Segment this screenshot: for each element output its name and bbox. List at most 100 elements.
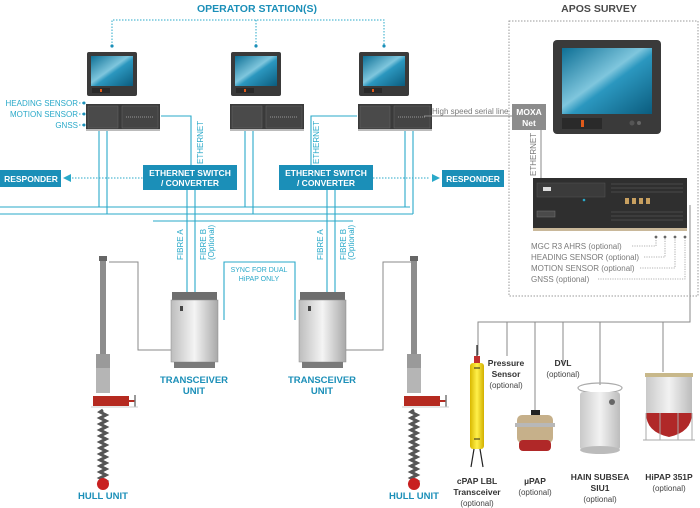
shaft-top bbox=[99, 256, 107, 261]
hipap-note: (optional) bbox=[652, 484, 686, 493]
sensor-dot bbox=[663, 235, 667, 239]
link-dot bbox=[110, 44, 114, 48]
switch-2-line2: / CONVERTER bbox=[297, 178, 355, 188]
sync-label-line1: SYNC FOR DUAL bbox=[231, 267, 288, 274]
hipap-name: HiPAP 351P bbox=[645, 472, 693, 482]
apos-ethernet-label: ETHERNET bbox=[529, 133, 538, 176]
arrow-left-icon bbox=[63, 174, 71, 182]
switch-1-line2: / CONVERTER bbox=[161, 178, 219, 188]
hull-collar bbox=[407, 354, 421, 368]
transceiver-unit-2 bbox=[298, 292, 347, 368]
apos-sensor-lines bbox=[598, 238, 686, 280]
hull-valve bbox=[404, 396, 440, 406]
apos-pc bbox=[533, 178, 687, 231]
hull-housing bbox=[407, 368, 421, 393]
fibre-b-note: (Optional) bbox=[207, 225, 216, 260]
hain-name: HAIN SUBSEA bbox=[571, 472, 630, 482]
hull-unit-1-label: HULL UNIT bbox=[78, 491, 128, 502]
apos-survey-boundary bbox=[508, 20, 699, 297]
moxa-net-box: MOXA Net bbox=[512, 104, 546, 130]
apos-monitor bbox=[553, 40, 661, 134]
hull-transceiver-links bbox=[109, 261, 412, 351]
responder-left-label: RESPONDER bbox=[4, 174, 58, 184]
pressure-sensor-name: Pressure bbox=[488, 358, 525, 368]
switch-1-line1: ETHERNET SWITCH bbox=[149, 168, 231, 178]
hull-unit-2 bbox=[402, 256, 449, 490]
pressure-sensor-note: (optional) bbox=[489, 381, 523, 390]
shaft-top bbox=[410, 256, 418, 261]
pressure-sensor-name2: Sensor bbox=[492, 369, 522, 379]
fibre-b-note: (Optional) bbox=[347, 225, 356, 260]
responder-right-label: RESPONDER bbox=[446, 174, 500, 184]
sensor-dot bbox=[82, 123, 86, 127]
fibre-b-label: FIBRE B bbox=[199, 229, 208, 260]
transceiver-2-line2: UNIT bbox=[311, 386, 333, 397]
ethernet-label-right: ETHERNET bbox=[312, 121, 321, 164]
transceiver-1-line2: UNIT bbox=[183, 386, 205, 397]
apos-sensor-motion: MOTION SENSOR (optional) bbox=[531, 264, 635, 273]
hipap-351p bbox=[643, 373, 695, 441]
arrow-right-icon bbox=[432, 174, 440, 182]
monitor bbox=[231, 52, 281, 96]
sync-label-line2: HiPAP ONLY bbox=[239, 276, 280, 283]
subsea-bus bbox=[477, 205, 691, 412]
sensor-dot bbox=[673, 235, 677, 239]
fibre-b-label: FIBRE B bbox=[339, 229, 348, 260]
pc bbox=[230, 104, 304, 131]
switch-2-line1: ETHERNET SWITCH bbox=[285, 168, 367, 178]
fibre-a-label: FIBRE A bbox=[316, 229, 325, 260]
transceiver-unit-1 bbox=[170, 292, 219, 368]
operator-station-1 bbox=[86, 52, 160, 131]
dvl-note: (optional) bbox=[546, 370, 580, 379]
left-sensor-gnss: GNSS bbox=[55, 121, 78, 130]
sensor-dot bbox=[654, 235, 658, 239]
upap-note: (optional) bbox=[518, 488, 552, 497]
hull-unit-2-label: HULL UNIT bbox=[389, 491, 439, 502]
network-lines bbox=[0, 115, 414, 320]
operator-station-2 bbox=[230, 52, 304, 131]
responder-right: RESPONDER bbox=[442, 170, 504, 187]
cpap-transceiver bbox=[470, 345, 484, 468]
transceiver-2-line1: TRANSCEIVER bbox=[288, 375, 356, 386]
moxa-line2: Net bbox=[522, 118, 536, 128]
hull-unit-1 bbox=[91, 256, 138, 490]
apos-sensor-ahrs: MGC R3 AHRS (optional) bbox=[531, 242, 622, 251]
hull-spiral bbox=[96, 408, 110, 489]
operator-link-dotted bbox=[111, 19, 385, 46]
upap-device bbox=[515, 410, 555, 451]
hull-transducer bbox=[408, 478, 420, 490]
apos-sensor-heading: HEADING SENSOR (optional) bbox=[531, 253, 639, 262]
pc bbox=[358, 104, 432, 131]
serial-line-label: High speed serial line bbox=[432, 107, 509, 116]
sensor-dot bbox=[683, 235, 687, 239]
monitor bbox=[87, 52, 137, 96]
pc bbox=[86, 104, 160, 131]
hain-note: (optional) bbox=[583, 495, 617, 504]
transceiver-1-line1: TRANSCEIVER bbox=[160, 375, 228, 386]
hull-valve bbox=[93, 396, 129, 406]
sensor-dot bbox=[82, 101, 86, 105]
apos-sensor-gnss: GNSS (optional) bbox=[531, 275, 590, 284]
monitor bbox=[359, 52, 409, 96]
sensor-dot bbox=[82, 112, 86, 116]
cpap-name: cPAP LBL bbox=[457, 476, 497, 486]
link-dot bbox=[254, 44, 258, 48]
ethernet-label-left: ETHERNET bbox=[196, 121, 205, 164]
fibre-a-label: FIBRE A bbox=[176, 229, 185, 260]
fibre-labels-2: FIBRE A FIBRE B (Optional) bbox=[316, 225, 356, 260]
hull-transducer bbox=[97, 478, 109, 490]
link-dot bbox=[382, 44, 386, 48]
hull-spiral bbox=[407, 408, 421, 489]
ethernet-switch-1: ETHERNET SWITCH / CONVERTER bbox=[143, 165, 237, 190]
hull-housing bbox=[96, 368, 110, 393]
upap-name: µPAP bbox=[524, 476, 546, 486]
hain-name2: SIU1 bbox=[591, 483, 610, 493]
operator-stations-title: OPERATOR STATION(S) bbox=[197, 3, 317, 15]
dvl-name: DVL bbox=[555, 358, 572, 368]
moxa-line1: MOXA bbox=[516, 107, 542, 117]
left-sensor-motion: MOTION SENSOR bbox=[10, 110, 78, 119]
cpap-name2: Transceiver bbox=[453, 487, 501, 497]
cpap-note: (optional) bbox=[460, 499, 494, 508]
fibre-labels-1: FIBRE A FIBRE B (Optional) bbox=[176, 225, 216, 260]
